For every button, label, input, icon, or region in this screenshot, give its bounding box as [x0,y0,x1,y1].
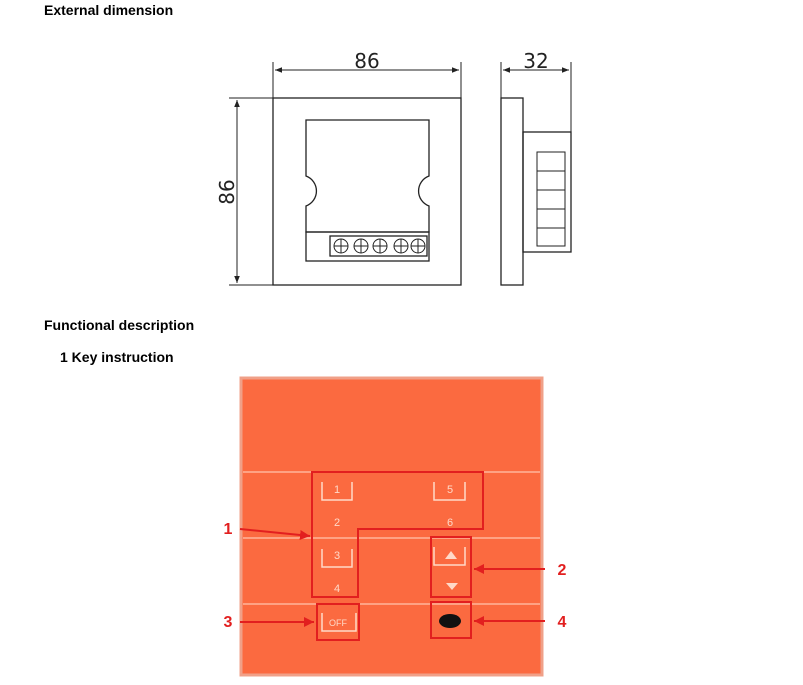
off-button[interactable]: OFF [321,613,357,632]
front-inner-cutout [305,119,430,233]
switch-panel: 1 2 3 4 5 6 OFF [239,376,544,677]
side-terminal-block [536,151,566,247]
triangle-up-icon [445,551,457,559]
side-front-plate [500,97,524,286]
section-heading-external-dimension: External dimension [44,2,174,18]
key-button-1[interactable]: 1 [321,482,353,501]
key-button-5[interactable]: 5 [433,482,466,501]
width-dimension-label: 86 [354,49,379,73]
key-label-5: 5 [447,484,453,496]
callout-arrow-1 [239,528,311,540]
off-label: OFF [329,618,347,628]
callout-arrows [239,528,545,627]
callout-box-2 [430,536,472,598]
key-label-1: 1 [334,484,340,496]
side-view [500,62,572,286]
callout-box-4 [430,601,472,639]
callout-highlights [311,471,484,641]
terminal-block-base [305,231,430,262]
front-view [229,62,462,286]
side-body [522,131,572,253]
up-button[interactable] [433,547,466,566]
section-heading-functional-description: Functional description [44,317,195,333]
depth-dimension-label: 32 [523,49,548,73]
height-dimension-label: 86 [215,179,239,204]
section-heading-key-instruction: 1 Key instruction [60,349,174,365]
callout-number-4: 4 [558,614,567,631]
key-label-2: 2 [334,517,340,529]
key-label-3: 3 [334,550,340,562]
terminal-block [329,235,428,257]
key-label-6: 6 [447,517,453,529]
terminal-screws [333,238,426,254]
callout-number-2: 2 [558,562,567,579]
callout-number-3: 3 [224,614,233,631]
key-label-4: 4 [334,583,340,595]
callout-box-1 [311,471,484,598]
callout-number-1: 1 [224,521,233,538]
indicator-oval[interactable] [439,614,461,628]
front-frame [272,97,462,286]
key-button-3[interactable]: 3 [321,549,353,568]
callout-box-3 [316,603,360,641]
panel-glass [239,376,544,677]
triangle-down-icon[interactable] [446,583,458,590]
